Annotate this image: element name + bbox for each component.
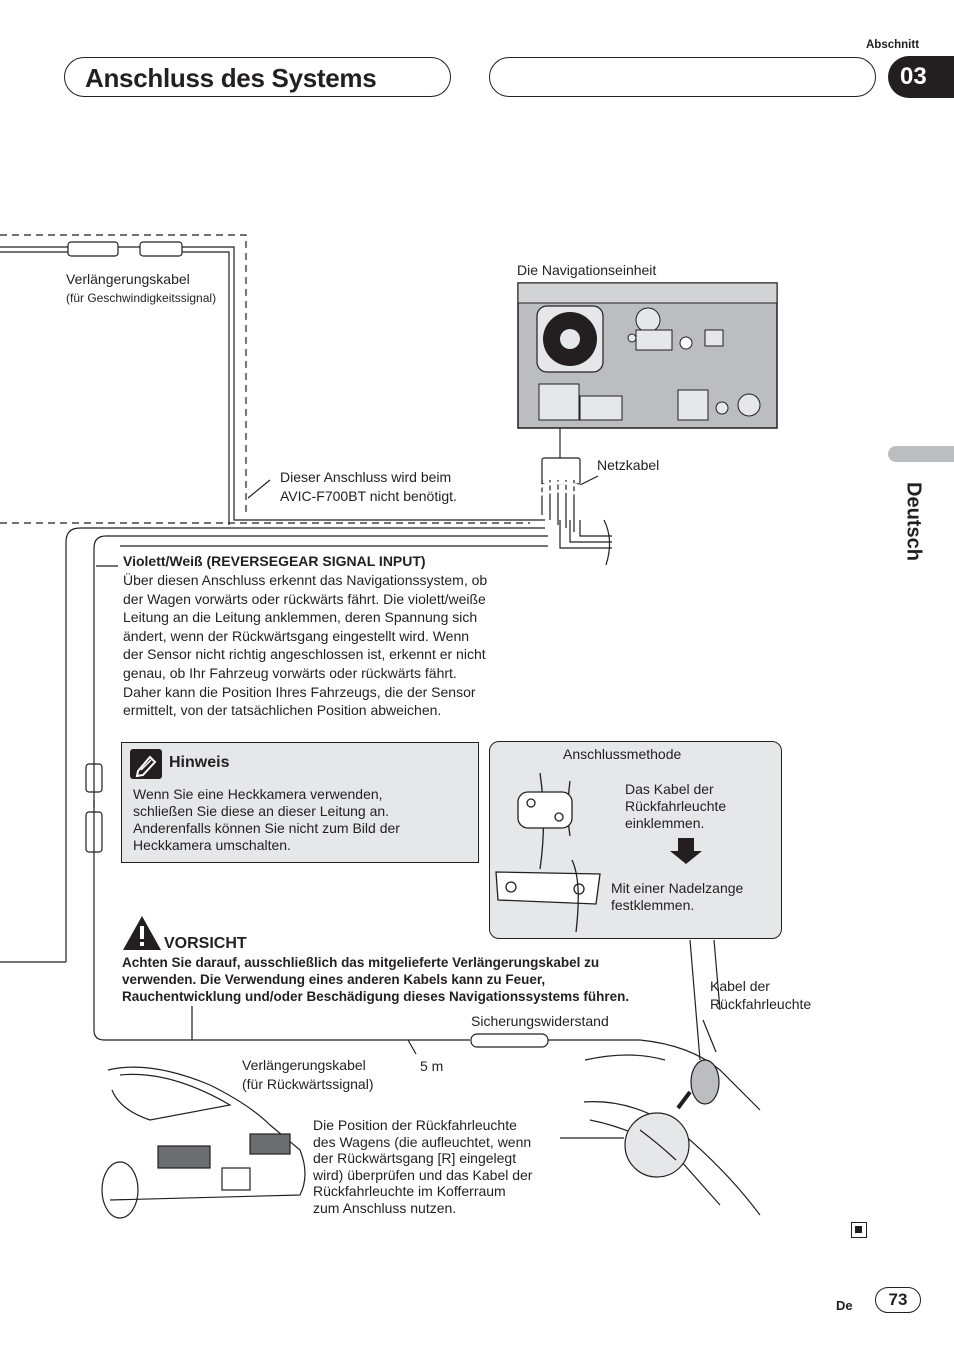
violett-line: ändert, wenn der Rückwärtsgang eingestel… [123, 627, 470, 644]
method-step1: Das Kabel der Rückfahrleuchte einklemmen… [625, 781, 726, 832]
footer-lang-code: De [836, 1298, 853, 1313]
language-tab-marker [888, 446, 954, 462]
reverse-light-cable-line2: Rückfahrleuchte [710, 996, 812, 1012]
position-line: des Wagens (die aufleuchtet, wenn [313, 1133, 532, 1150]
method-step2: Mit einer Nadelzange festklemmen. [611, 880, 743, 914]
violett-line: der Wagen vorwärts oder rückwärts fährt.… [123, 590, 486, 607]
reverse-light-cable-line1: Kabel der [710, 978, 770, 994]
hinweis-note-box: Hinweis Wenn Sie eine Heckkamera verwend… [121, 742, 479, 863]
caution-title: VORSICHT [164, 935, 247, 952]
ext-cable-reverse-line1: Verlängerungskabel [242, 1057, 366, 1073]
violett-line: ermittelt, von der tatsächlichen Positio… [123, 702, 442, 719]
clamp-illustration [495, 772, 702, 933]
car-rear-drawing [101, 1066, 306, 1219]
section-label: Abschnitt [866, 39, 920, 51]
position-line: Die Position der Rückfahrleuchte [313, 1117, 517, 1133]
caution-line: Achten Sie darauf, ausschließlich das mi… [122, 955, 600, 970]
navigation-unit-drawing [517, 282, 778, 429]
ext-cable-speed-sub: (für Geschwindigkeitssignal) [66, 291, 217, 305]
position-line: Rückfahrleuchte im Kofferraum [313, 1183, 506, 1200]
ext-cable-speed-label: Verlängerungskabel [66, 271, 190, 287]
page-title-box: Anschluss des Systems [64, 57, 451, 97]
violett-line: Daher kann die Position Ihres Fahrzeugs,… [123, 683, 476, 700]
method-step1-line: Rückfahrleuchte [625, 798, 727, 814]
not-needed-line2: AVIC-F700BT nicht benötigt. [280, 488, 457, 504]
connection-method-box [489, 741, 782, 939]
violett-line: der Sensor nicht richtig angeschlossen i… [123, 646, 486, 663]
trunk-drawing [583, 1054, 761, 1216]
position-line: der Rückwärtsgang [R] eingelegt [313, 1150, 517, 1167]
netzkabel-label: Netzkabel [597, 457, 660, 473]
pencil-note-icon [130, 749, 162, 779]
hinweis-body: Wenn Sie eine Heckkamera verwenden, schl… [133, 786, 463, 854]
method-step2-line: festklemmen. [611, 897, 695, 913]
method-step1-line: Das Kabel der [625, 781, 714, 797]
violett-line: Über diesen Anschluss erkennt das Naviga… [123, 572, 488, 588]
hinweis-line: Anderenfalls können Sie nicht zum Bild d… [133, 820, 400, 836]
method-step1-line: einklemmen. [625, 815, 705, 831]
end-of-section-icon [851, 1222, 867, 1238]
hinweis-title: Hinweis [169, 754, 230, 771]
position-line: zum Anschluss nutzen. [313, 1199, 457, 1216]
length-label: 5 m [420, 1058, 444, 1074]
hinweis-line: schließen Sie diese an dieser Leitung an… [133, 803, 390, 819]
hinweis-line: Wenn Sie eine Heckkamera verwenden, [133, 786, 383, 802]
not-needed-line1: Dieser Anschluss wird beim [280, 469, 452, 485]
violett-description: Über diesen Anschluss erkennt das Naviga… [123, 571, 543, 720]
ext-cable-reverse-line2: (für Rückwärtssignal) [242, 1076, 374, 1092]
section-number-badge: 03 [888, 56, 954, 98]
caution-line: verwenden. Die Verwendung eines anderen … [122, 972, 546, 987]
method-title: Anschlussmethode [563, 746, 682, 762]
header-empty-box [489, 57, 876, 97]
caution-body: Achten Sie darauf, ausschließlich das mi… [122, 954, 682, 1005]
page-title: Anschluss des Systems [85, 63, 377, 93]
nav-unit-label: Die Navigationseinheit [517, 262, 657, 278]
position-line: wird) überprüfen und das Kabel der [313, 1166, 533, 1183]
down-arrow-icon [670, 838, 702, 864]
page-number: 73 [875, 1287, 921, 1313]
position-description: Die Position der Rückfahrleuchte des Wag… [313, 1117, 563, 1217]
violett-line: genau, ob Ihr Fahrzeug vorwärts oder rüc… [123, 664, 457, 681]
method-step2-line: Mit einer Nadelzange [611, 880, 744, 896]
violett-heading: Violett/Weiß (REVERSEGEAR SIGNAL INPUT) [123, 553, 426, 569]
hinweis-line: Heckkamera umschalten. [133, 837, 291, 853]
violett-line: Leitung an die Leitung anklemmen, deren … [123, 609, 478, 626]
fuse-label: Sicherungswiderstand [471, 1013, 609, 1029]
caution-line: Rauchentwicklung und/oder Beschädigung d… [122, 989, 630, 1004]
